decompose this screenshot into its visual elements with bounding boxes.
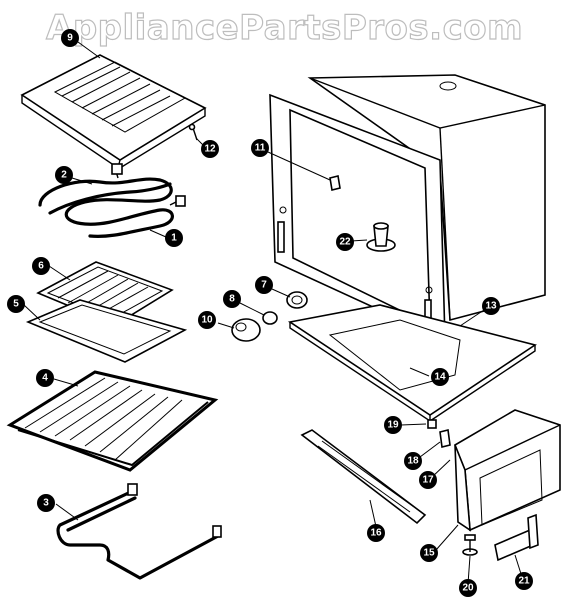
callout-9: 9: [61, 29, 79, 47]
callout-18: 18: [404, 452, 422, 470]
callout-11: 11: [251, 139, 269, 157]
callout-15: 15: [420, 544, 438, 562]
callout-10: 10: [198, 311, 216, 329]
bracket-part: [329, 175, 341, 191]
leveling-leg-part: [462, 534, 478, 556]
callout-5: 5: [7, 295, 25, 313]
callout-6: 6: [32, 257, 50, 275]
callout-1: 1: [165, 229, 183, 247]
callout-8-label: 8: [229, 294, 235, 305]
callout-14-label: 14: [434, 372, 446, 383]
drawer-frame-part: [454, 409, 561, 532]
callout-7-label: 7: [261, 280, 267, 291]
callout-2: 2: [55, 166, 73, 184]
callout-7: 7: [255, 276, 273, 294]
callout-12: 12: [201, 140, 219, 158]
callout-19: 19: [384, 416, 402, 434]
oven-cavity-part: [269, 74, 546, 342]
callout-21: 21: [515, 572, 533, 590]
fan-part: [366, 222, 396, 252]
bottom-panel-part: [287, 304, 537, 423]
callout-19-label: 19: [387, 420, 399, 431]
callout-22-label: 22: [339, 237, 351, 248]
callout-20: 20: [459, 579, 477, 597]
callout-13-label: 13: [485, 301, 497, 312]
front-rail-part: [300, 429, 427, 525]
callout-9-label: 9: [67, 33, 73, 44]
broil-cover-part: [20, 54, 207, 170]
light-socket-part: [286, 291, 308, 309]
callout-3-label: 3: [43, 498, 49, 509]
callout-10-label: 10: [201, 315, 213, 326]
callout-16-label: 16: [370, 528, 382, 539]
clip-part: [427, 419, 437, 429]
callout-22: 22: [336, 233, 354, 251]
callout-5-label: 5: [13, 299, 19, 310]
callout-4-label: 4: [42, 373, 48, 384]
light-bulb-part: [262, 311, 278, 325]
watermark-logo: AppliancePartsPros.com: [45, 7, 524, 48]
callout-20-label: 20: [462, 583, 474, 594]
callout-21-label: 21: [518, 576, 530, 587]
broil-element-part: [56, 483, 222, 580]
callout-18-label: 18: [407, 456, 419, 467]
callout-12-label: 12: [204, 144, 216, 155]
callout-2-label: 2: [61, 170, 67, 181]
callout-4: 4: [36, 369, 54, 387]
callout-17: 17: [419, 471, 437, 489]
callout-11-label: 11: [255, 143, 266, 154]
callout-8: 8: [223, 290, 241, 308]
oven-rack-part: [6, 370, 219, 472]
callout-16: 16: [367, 524, 385, 542]
broil-pan-part: [25, 299, 188, 363]
hinge-receiver-part: [439, 429, 451, 448]
light-cover-part: [231, 318, 261, 342]
leader-lines: [23, 41, 523, 585]
bake-element-part: [38, 163, 186, 238]
leg-bracket-part: [494, 513, 539, 562]
callout-13: 13: [482, 297, 500, 315]
callout-14: 14: [431, 368, 449, 386]
callout-17-label: 17: [422, 475, 434, 486]
callout-6-label: 6: [38, 261, 44, 272]
callout-3: 3: [37, 494, 55, 512]
callout-1-label: 1: [171, 233, 177, 244]
callout-15-label: 15: [423, 548, 435, 559]
screw-part: [188, 123, 198, 141]
